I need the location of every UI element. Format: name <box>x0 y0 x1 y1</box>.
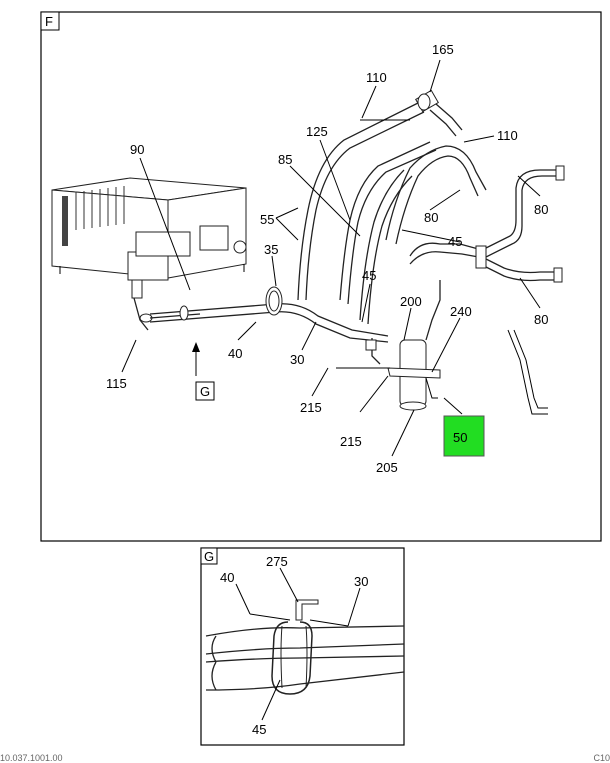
callout-110: 110 <box>366 70 387 85</box>
detail-clip <box>271 599 319 695</box>
callout-215: 215 <box>300 400 322 415</box>
callout-200: 200 <box>400 294 422 309</box>
callout-55: 55 <box>260 212 274 227</box>
callout-35: 35 <box>264 242 278 257</box>
detail-hoses <box>205 625 405 691</box>
callout-110: 110 <box>497 128 518 143</box>
drain-fitting <box>131 279 153 331</box>
detail-callout-labels: 275 40 30 45 <box>220 554 368 737</box>
callout-40: 40 <box>228 346 242 361</box>
view-g-reference: G <box>200 384 210 399</box>
detail-leader-lines <box>235 567 361 721</box>
view-g-arrow <box>192 342 200 376</box>
callout-80: 80 <box>534 202 548 217</box>
callout-205: 205 <box>376 460 398 475</box>
callout-45: 45 <box>448 234 462 249</box>
hose-bundle <box>149 286 389 343</box>
main-view-tag-box <box>40 11 60 31</box>
detail-callout-30: 30 <box>354 574 368 589</box>
highlight-box-50[interactable] <box>443 415 485 457</box>
footer-page-code: C10 <box>593 753 610 763</box>
callout-45: 45 <box>362 268 376 283</box>
callout-90: 90 <box>130 142 144 157</box>
receiver-drier <box>365 280 441 411</box>
pressure-switch-fitting <box>415 89 463 137</box>
callout-215: 215 <box>340 434 362 449</box>
leader-lines <box>121 59 541 457</box>
main-view-frame <box>40 11 602 542</box>
hvac-unit <box>51 177 247 281</box>
callout-85: 85 <box>278 152 292 167</box>
main-view-tag: F <box>45 14 53 29</box>
detail-view-tag: G <box>204 549 214 564</box>
detail-view-frame <box>200 547 405 746</box>
callout-80: 80 <box>424 210 438 225</box>
routing-outline <box>507 329 548 415</box>
callout-165: 165 <box>432 42 454 57</box>
footer-document-id: 10.037.1001.00 <box>0 753 63 763</box>
detail-callout-40: 40 <box>220 570 234 585</box>
callout-50[interactable]: 50 <box>453 430 467 445</box>
detail-view-tag-box <box>200 547 218 565</box>
callout-80: 80 <box>534 312 548 327</box>
callout-125: 125 <box>306 124 328 139</box>
view-g-reference-box <box>195 381 215 401</box>
callout-240: 240 <box>450 304 472 319</box>
detail-callout-45: 45 <box>252 722 266 737</box>
callout-115: 115 <box>106 376 127 391</box>
callout-30: 30 <box>290 352 304 367</box>
callout-labels: 165 110 110 125 90 85 55 80 80 45 35 45 … <box>106 42 548 475</box>
detail-callout-275: 275 <box>266 554 288 569</box>
